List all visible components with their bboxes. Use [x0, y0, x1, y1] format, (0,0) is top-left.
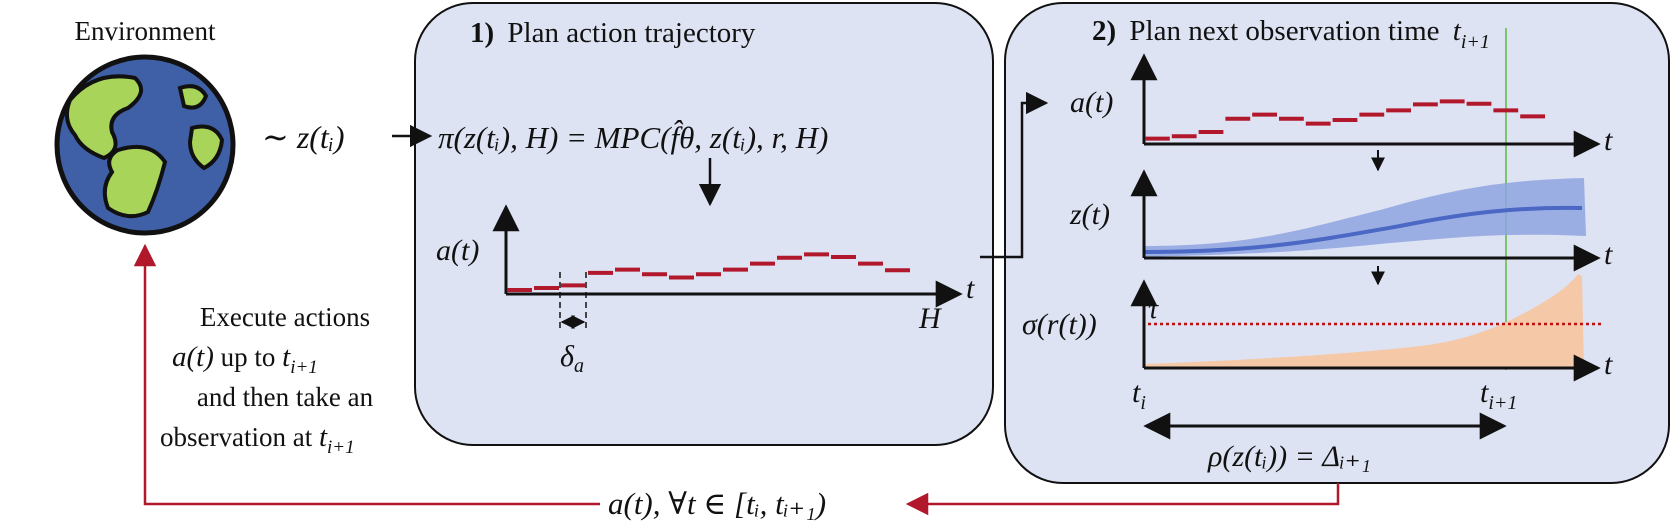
observation-label: ∼ z(tᵢ) [262, 119, 345, 155]
panel-plan-actions [414, 2, 994, 446]
plot-z-xlabel: t [1604, 238, 1613, 271]
action-plot-panel2: a(t) t [1070, 53, 1613, 158]
arrow-icon [980, 91, 1049, 259]
execute-line1: Execute actions [200, 302, 370, 332]
execute-line2: a(t) up to ti+1 [172, 341, 318, 378]
execute-line4-sub: i+1 [327, 437, 355, 458]
plot1-ylabel: a(t) [436, 234, 479, 267]
plot1-xlabel: t [966, 272, 975, 305]
panel2-title-var: t [1453, 15, 1462, 47]
t-end-label: ti+1 [1480, 376, 1517, 414]
plot-a-ylabel: a(t) [1070, 86, 1113, 119]
t-end-sub: i+1 [1488, 392, 1517, 414]
uncertainty-area [1144, 274, 1584, 368]
plot-a-xlabel: t [1604, 124, 1613, 157]
feedback-arrow-to-label [905, 483, 1340, 516]
execute-line4: observation at ti+1 [160, 421, 355, 458]
t-end-main: t [1480, 376, 1489, 409]
state-mean-line [1143, 205, 1583, 254]
state-plot: z(t) t [1069, 169, 1613, 272]
execute-line3: and then take an [197, 382, 374, 412]
bottom-action-label: a(t), ∀t ∈ [tᵢ, tᵢ₊₁) [608, 486, 826, 521]
execute-line2-sub: i+1 [290, 357, 318, 378]
panel2-title-text: Plan next observation time [1129, 15, 1439, 47]
panel2-title: 2) Plan next observation time ti+1 [1092, 15, 1490, 53]
t-start-main: t [1132, 376, 1141, 409]
step-label-sub: a [574, 355, 584, 377]
feedback-arrow-to-environment [133, 243, 600, 506]
environment-label: Environment [75, 16, 216, 46]
plot-s-ylabel: σ(r(t)) [1022, 308, 1097, 341]
action-plot-panel1: a(t) t H δa [436, 204, 975, 377]
horizon-label: H [918, 302, 943, 335]
action-steps-panel2 [1145, 99, 1545, 141]
step-label: δa [560, 340, 584, 377]
execute-line2-text: up to [214, 342, 282, 372]
plot-z-ylabel: z(t) [1069, 198, 1110, 231]
execute-line2-math: a(t) [172, 341, 214, 373]
threshold-label: τ [1148, 294, 1159, 325]
panel1-number: 1) [470, 17, 494, 49]
state-uncertainty-band [1144, 178, 1586, 257]
t-start-sub: i [1140, 392, 1146, 414]
panel1-title: 1) Plan action trajectory [470, 17, 756, 49]
interval-label: ρ(z(tᵢ)) = Δᵢ₊₁ [1207, 440, 1371, 473]
panel2-title-sub: i+1 [1461, 31, 1490, 53]
globe-icon [54, 54, 236, 236]
execute-line2-var: t [282, 341, 291, 373]
panel1-title-text: Plan action trajectory [507, 17, 756, 49]
action-steps-panel1 [507, 252, 910, 293]
plot-s-xlabel: t [1604, 348, 1613, 381]
execute-line4-var: t [319, 421, 328, 453]
t-start-label: ti [1132, 376, 1146, 414]
uncertainty-plot: σ(r(t)) t τ ti ti+1 [1022, 274, 1613, 414]
policy-equation: π(z(tᵢ), H) = MPC(f̂θ, z(tᵢ), r, H) [438, 120, 828, 155]
step-label-main: δ [560, 340, 575, 373]
execute-line4-text: observation at [160, 422, 319, 452]
panel2-number: 2) [1092, 15, 1116, 47]
